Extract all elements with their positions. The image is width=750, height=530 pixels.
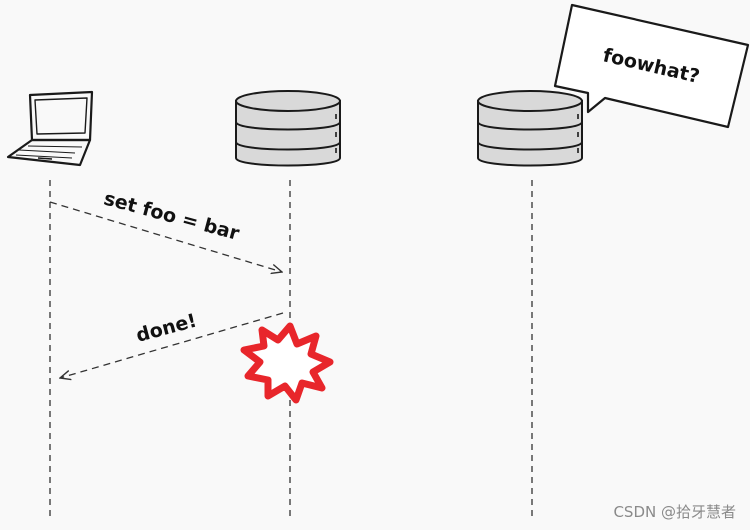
crash-burst-icon — [240, 322, 334, 404]
database-icon — [477, 90, 583, 167]
message-arrow-request — [49, 201, 282, 272]
message-label-request: set foo = bar — [101, 188, 242, 245]
message-label-response: done! — [134, 310, 199, 347]
database-icon — [235, 90, 341, 167]
watermark: CSDN @拾牙慧者 — [613, 503, 736, 521]
laptop-icon — [6, 90, 94, 167]
speech-bubble: foowhat? — [553, 3, 750, 129]
message-arrow-response — [60, 312, 284, 378]
